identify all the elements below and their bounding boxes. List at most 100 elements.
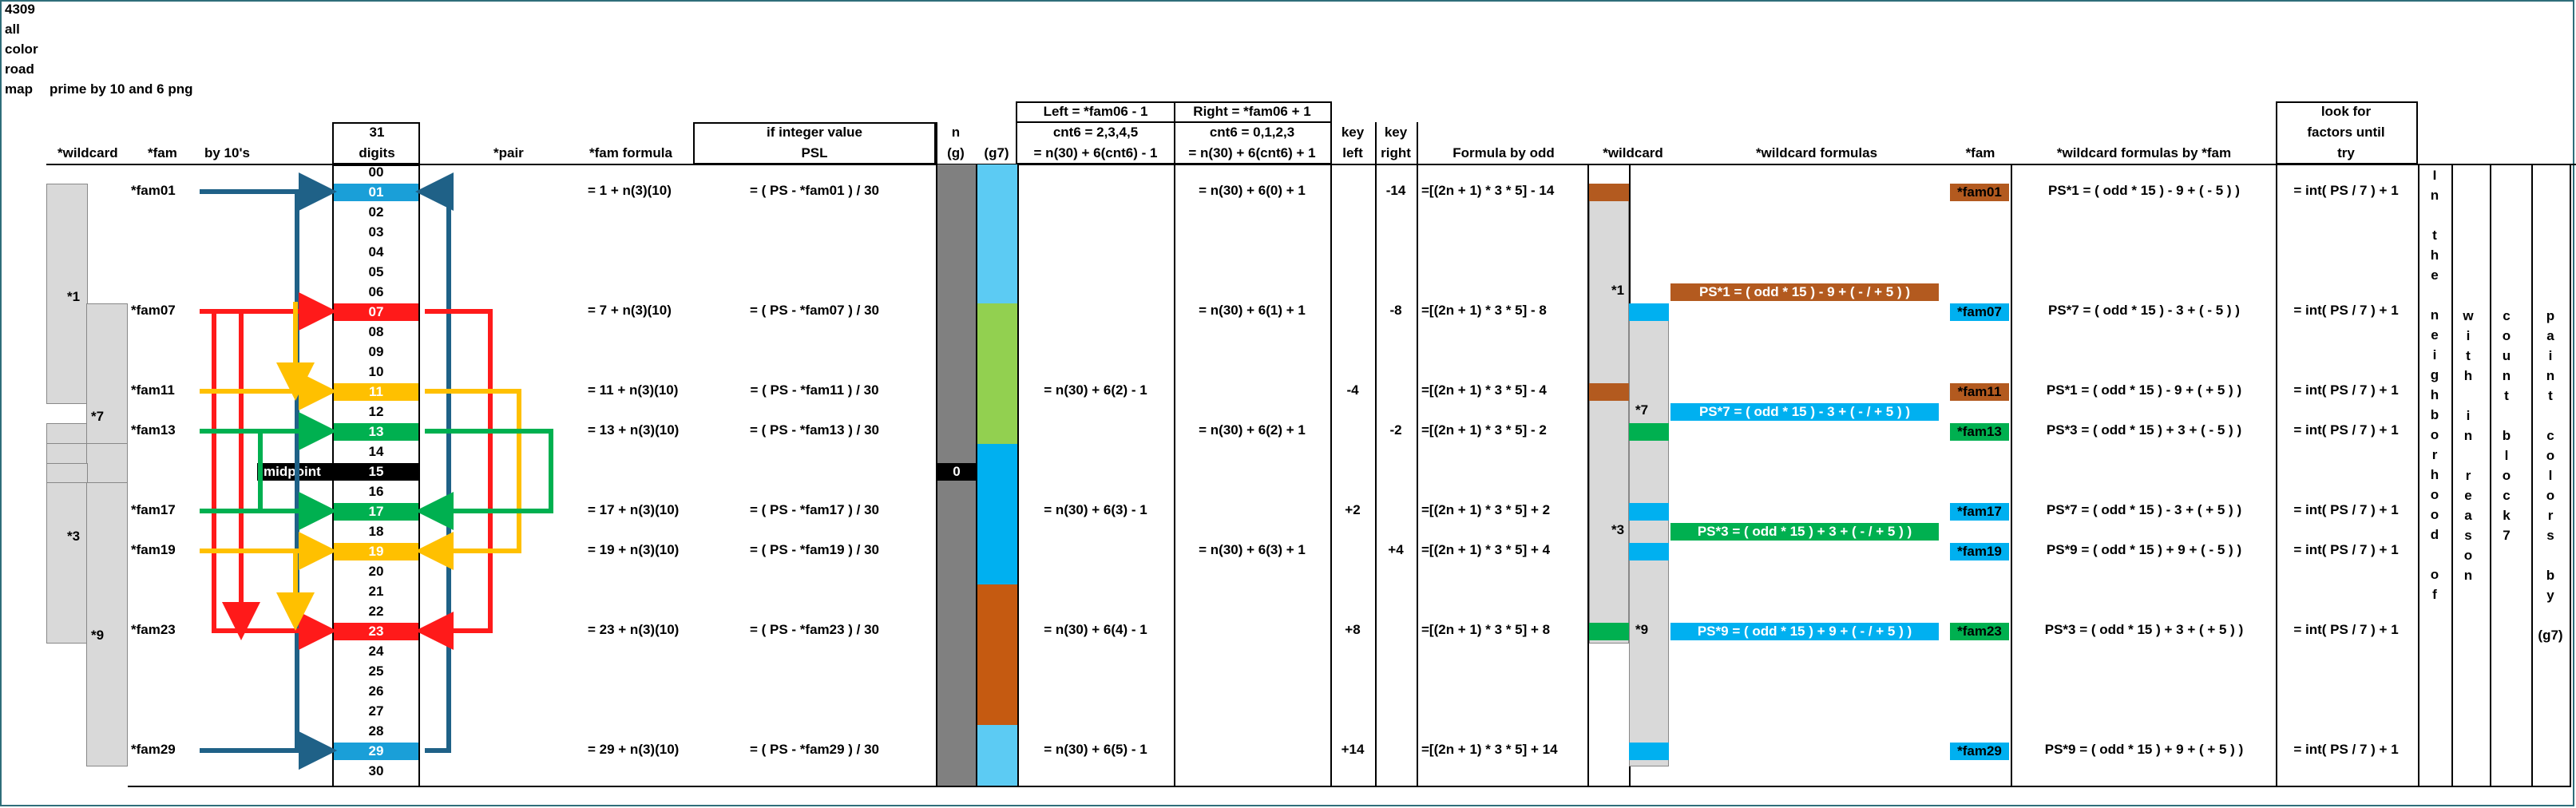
wildcard-right-label: *1 [1611, 283, 1625, 298]
header-psl-bottom: PSL [801, 145, 828, 160]
header-wildcard-formulas: *wildcard formulas [1755, 145, 1878, 160]
header-look-2: factors until [2307, 125, 2385, 140]
digit-cell: 18 [368, 524, 384, 539]
look-formula: = int( PS / 7 ) + 1 [2293, 382, 2399, 398]
header-pair: *pair [493, 145, 524, 160]
vertical-letter: h [2430, 387, 2439, 402]
digit-cell: 28 [368, 723, 384, 739]
title-line: map [5, 81, 33, 97]
vertical-letter: n [2502, 368, 2511, 383]
digit-cell: 10 [368, 364, 384, 379]
fam-formula: = 1 + n(3)(10) [588, 183, 672, 198]
col-line-key3 [1417, 122, 1418, 164]
digit-cell: 21 [368, 584, 384, 599]
digit-cell: 23 [368, 624, 384, 639]
header-key-left-top: key [1341, 125, 1365, 140]
fam-label: *fam07 [131, 303, 176, 318]
key-left-value: -4 [1346, 382, 1359, 398]
fam2-label: *fam01 [1957, 184, 2002, 200]
fam-formula: = 17 + n(3)(10) [588, 502, 680, 517]
digit-cell: 01 [368, 184, 384, 200]
col-line-key2 [1375, 122, 1377, 164]
arrow-gold-right [415, 389, 521, 570]
look-formula: = int( PS / 7 ) + 1 [2293, 742, 2399, 757]
header-g7: (g7) [984, 145, 1009, 160]
vertical-letter: n [2430, 307, 2439, 323]
wildcard-color-swatch [1589, 184, 1629, 201]
vertical-letter: l [2548, 468, 2553, 483]
vertical-letter: c [2503, 488, 2511, 503]
digit-cell: 16 [368, 484, 384, 499]
left-formula: = n(30) + 6(3) - 1 [1044, 502, 1147, 517]
digit-cell-bg [334, 463, 418, 481]
vertical-letter: b [2546, 568, 2555, 583]
psl-formula: = ( PS - *fam19 ) / 30 [749, 542, 880, 557]
psl-formula: = ( PS - *fam13 ) / 30 [749, 422, 880, 438]
digit-cell: 07 [368, 304, 384, 319]
header-right-top: Right = *fam06 + 1 [1193, 104, 1311, 119]
arrow-green-right [415, 429, 553, 530]
g7-seg-4 [977, 584, 1017, 725]
wildcard-by-fam-formula: PS*1 = ( odd * 15 ) - 9 + ( - 5 ) ) [2048, 183, 2240, 198]
wild-block-3 [46, 423, 88, 644]
vertical-letter: d [2430, 527, 2439, 542]
wildcard-by-fam-formula: PS*7 = ( odd * 15 ) - 3 + ( - 5 ) ) [2048, 303, 2240, 318]
look-formula: = int( PS / 7 ) + 1 [2293, 183, 2399, 198]
vertical-letter: l [2504, 448, 2509, 463]
wildcard-formula: PS*7 = ( odd * 15 ) - 3 + ( - / + 5 ) ) [1698, 404, 1911, 419]
digit-cell-bg [334, 303, 418, 321]
fam2-cell-bg [1950, 423, 2009, 441]
fam2-cell-bg [1950, 503, 2009, 521]
left-right-subdivider [1016, 121, 1332, 123]
header-by10: by 10's [204, 145, 250, 160]
vertical-letter: s [2546, 528, 2554, 543]
vertical-letter: u [2502, 348, 2511, 363]
left-right-divider [1174, 101, 1175, 164]
vertical-letter: o [2546, 488, 2555, 503]
fam-label: *fam17 [131, 502, 176, 517]
digit-cell-bg [334, 543, 418, 560]
header-n-top: n [951, 125, 961, 140]
wildcard-formula-bg [1670, 403, 1939, 421]
digit-cell: 05 [368, 264, 384, 279]
col-line-2 [1017, 164, 1019, 786]
title-line: road [5, 61, 34, 77]
vertical-letter: n [2430, 188, 2439, 203]
fam-formula: = 13 + n(3)(10) [588, 422, 680, 438]
digit-cell: 04 [368, 244, 384, 259]
col-line-14 [2531, 164, 2533, 786]
look-formula: = int( PS / 7 ) + 1 [2293, 303, 2399, 318]
wildcard-formula: PS*9 = ( odd * 15 ) + 9 + ( - / + 5 ) ) [1697, 624, 1912, 639]
digit-cell: 15 [368, 464, 384, 479]
digit-cell: 11 [369, 384, 383, 399]
wildcard-left-label: *7 [91, 409, 105, 424]
digit-cell-bg [334, 623, 418, 640]
arrow-navy-right-up [415, 172, 454, 753]
header-left-bottom: = n(30) + 6(cnt6) - 1 [1033, 145, 1158, 160]
col-line-3 [1174, 164, 1175, 786]
wildcard-color-swatch [1629, 303, 1669, 321]
wildcard-by-fam-formula: PS*3 = ( odd * 15 ) + 3 + ( - 5 ) ) [2046, 422, 2242, 438]
vertical-letter: e [2464, 488, 2472, 503]
key-left-value: +2 [1345, 502, 1361, 517]
vertical-letter: o [2463, 548, 2473, 563]
vertical-letter: r [2547, 508, 2554, 523]
header-left-top: Left = *fam06 - 1 [1043, 104, 1148, 119]
digit-cell: 19 [368, 544, 384, 559]
digit-cell: 03 [368, 224, 384, 240]
key-left-value: +8 [1345, 622, 1361, 637]
psl-formula: = ( PS - *fam07 ) / 30 [749, 303, 880, 318]
wildcard-by-fam-formula: PS*9 = ( odd * 15 ) + 9 + ( - 5 ) ) [2046, 542, 2242, 557]
right-formula: = n(30) + 6(2) + 1 [1199, 422, 1306, 438]
digit-cell-bg [334, 184, 418, 201]
digit-cell-bg [334, 503, 418, 521]
vertical-letter: (g7) [2538, 628, 2563, 643]
fam2-label: *fam17 [1957, 504, 2002, 519]
vertical-letter: e [2431, 267, 2439, 283]
fam2-cell-bg [1950, 383, 2009, 401]
digit-cell: 12 [368, 404, 384, 419]
subtitle: prime by 10 and 6 png [50, 81, 193, 97]
digit-cell: 14 [368, 444, 384, 459]
odd-formula: =[(2n + 1) * 3 * 5] + 2 [1421, 502, 1551, 517]
vertical-letter: t [2466, 348, 2471, 363]
